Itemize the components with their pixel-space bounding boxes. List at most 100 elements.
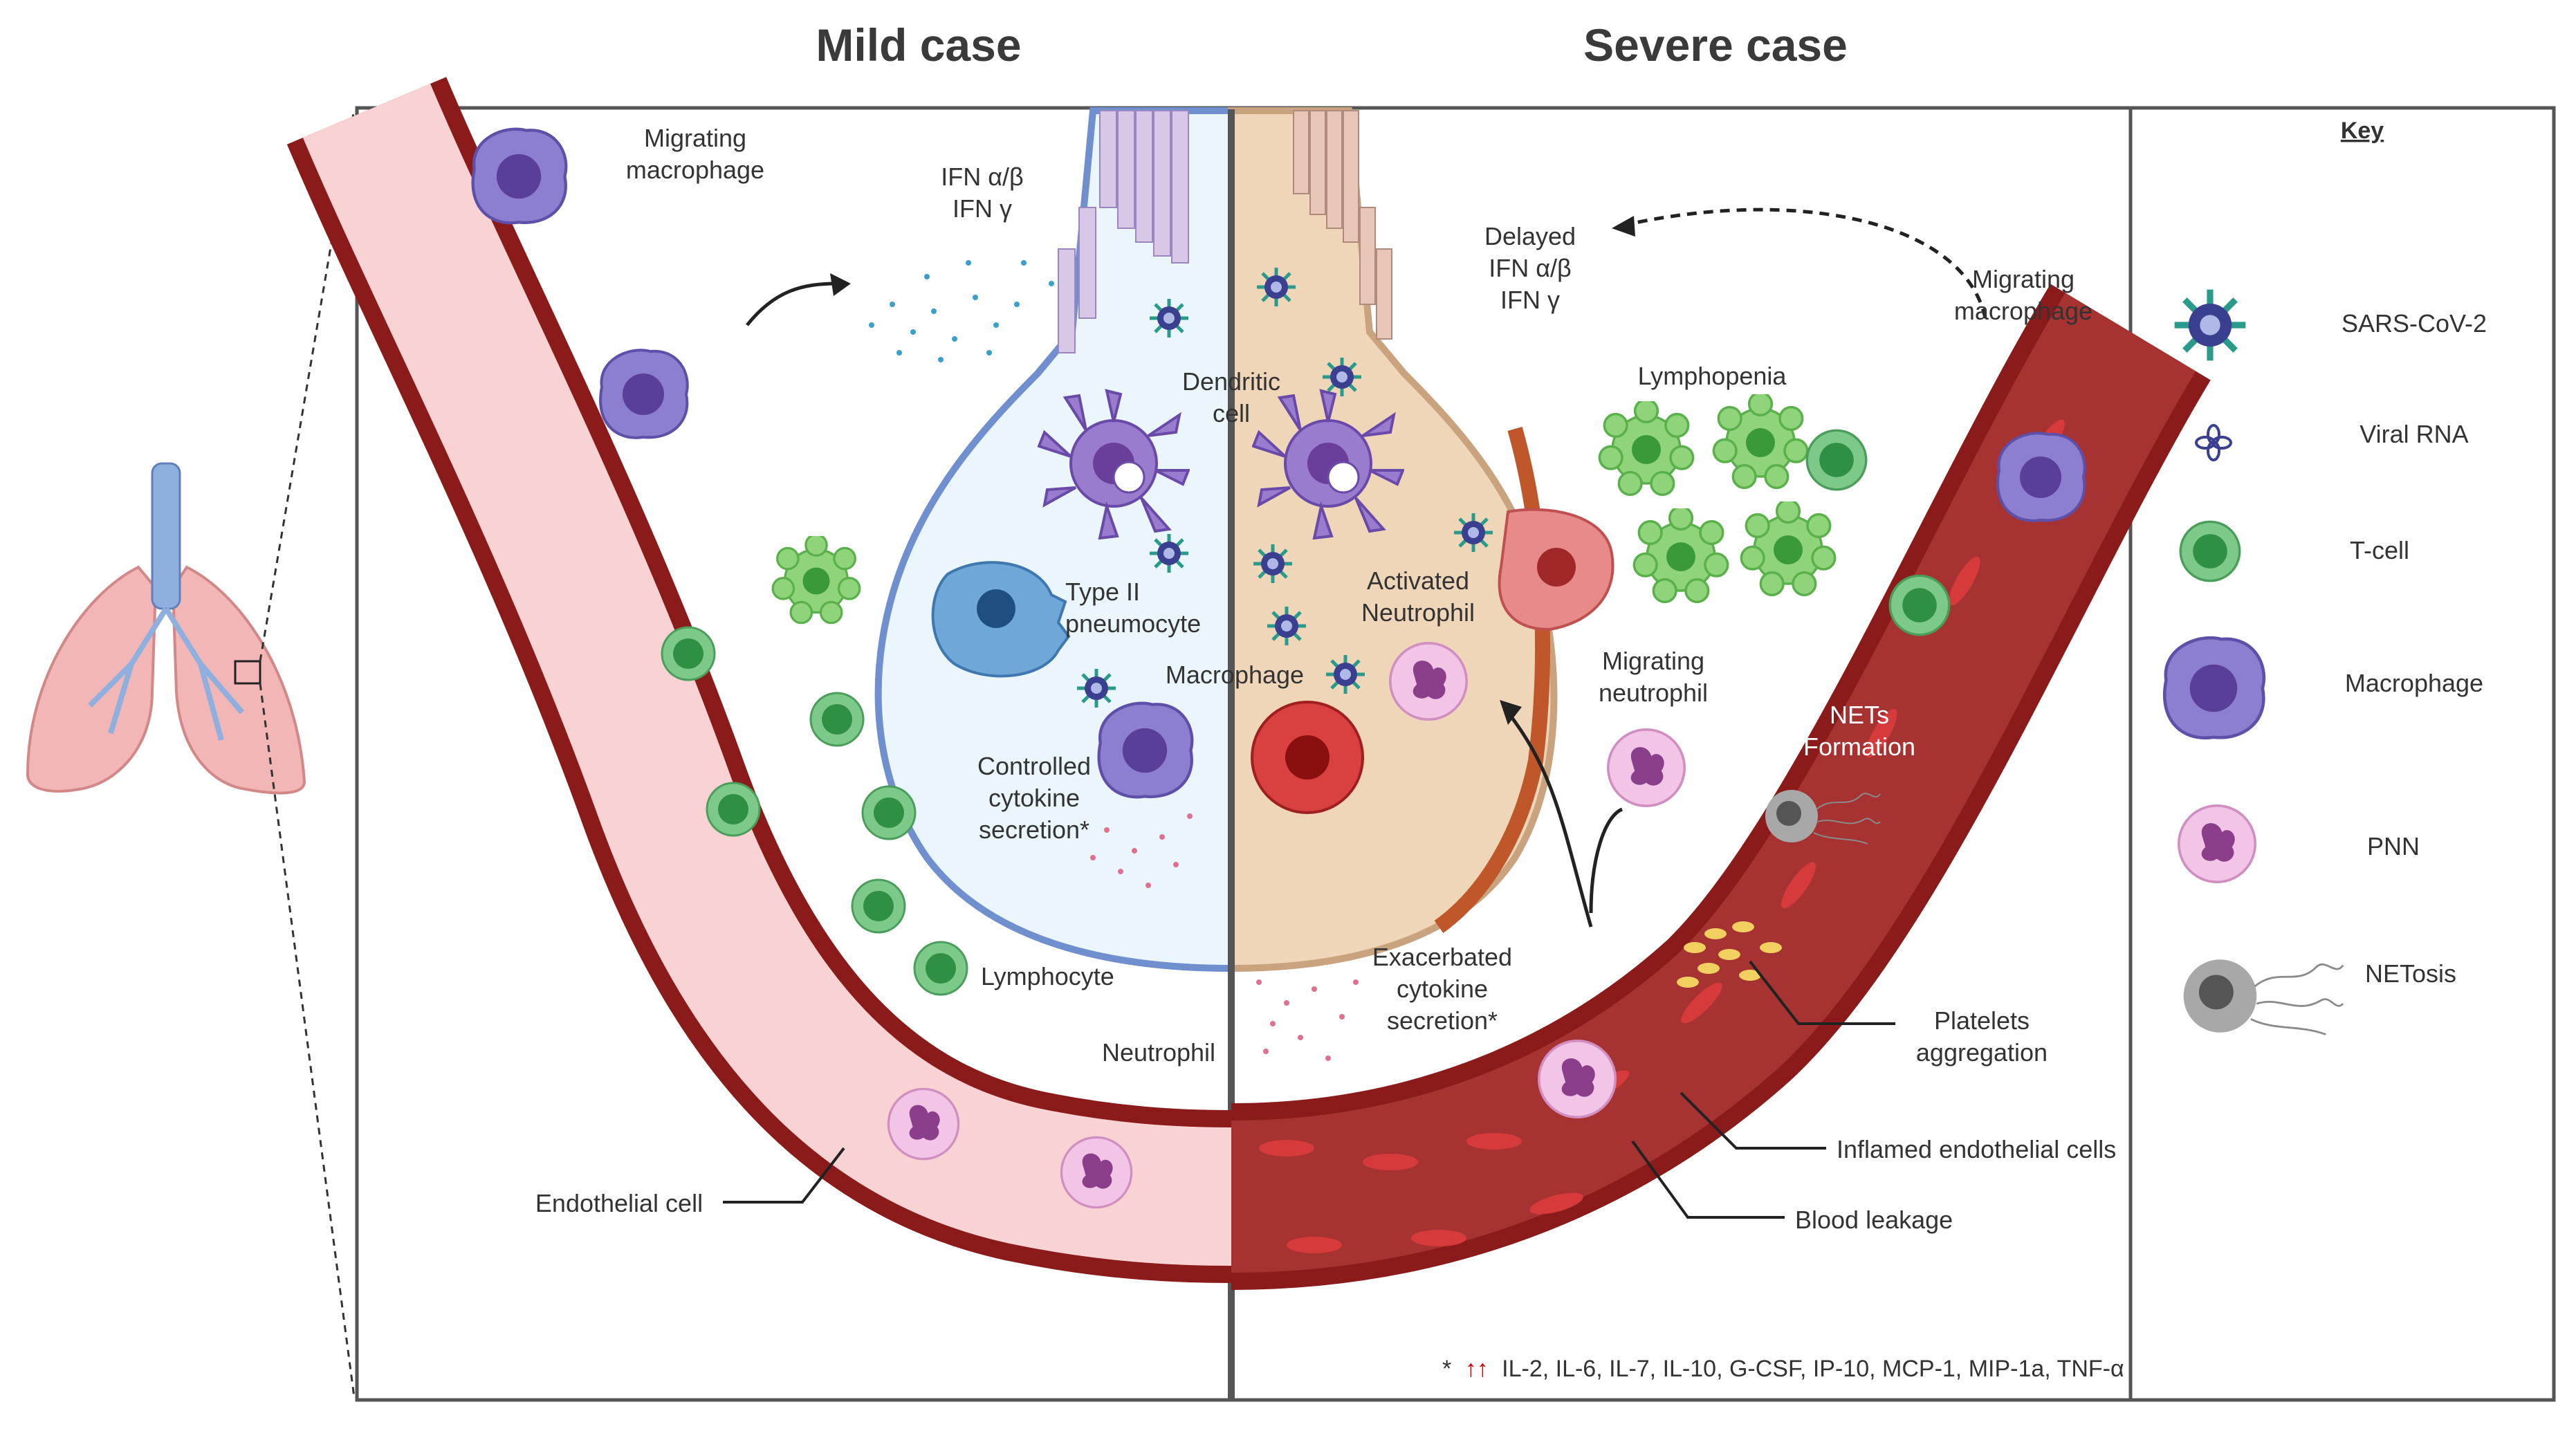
macrophage-mild	[1099, 703, 1193, 798]
tcell-mild-2	[809, 692, 865, 747]
footnote-text: IL-2, IL-6, IL-7, IL-10, G-CSF, IP-10, M…	[1502, 1356, 2124, 1382]
arrow-delayed-ifn-head	[1612, 216, 1635, 237]
epithelium-mild	[1058, 110, 1189, 353]
virus-mild-2	[1150, 534, 1188, 573]
key-macrophage-label: Macrophage	[2345, 669, 2483, 697]
key-macrophage-icon	[2164, 638, 2264, 738]
mild-title: Mild case	[816, 19, 1021, 71]
label-ifn-2: IFN γ	[953, 194, 1012, 223]
key-sars-cov-2-icon	[2175, 290, 2246, 361]
cytokine-dots-mild	[1090, 813, 1193, 888]
label-migrating-macrophage-severe-1: Migrating	[1972, 265, 2074, 293]
type2-pneumocyte-cell	[931, 561, 1071, 678]
neutrophil-mild-1	[887, 1087, 960, 1161]
label-endothelial: Endothelial cell	[535, 1189, 703, 1217]
ifn-dots-mild	[869, 260, 1054, 362]
label-platelets-2: aggregation	[1916, 1038, 2048, 1067]
arrow-neutrophil-head	[1500, 700, 1522, 725]
virus-severe-5	[1454, 513, 1493, 552]
red-macrophage-cell	[1251, 701, 1364, 814]
label-inflamed: Inflamed endothelial cells	[1837, 1135, 2116, 1163]
footnote-star: *	[1442, 1356, 1451, 1382]
zoom-line-bottom	[259, 683, 356, 1398]
inflamed-leader	[1680, 1091, 1826, 1150]
label-type2-2: pneumocyte	[1065, 609, 1201, 638]
label-delayed-2: IFN α/β	[1489, 254, 1572, 282]
lungs-icon	[26, 462, 306, 795]
tcell-severe-2	[1888, 574, 1951, 636]
tcell-mild-3	[706, 782, 761, 837]
label-type2-1: Type II	[1065, 578, 1140, 606]
label-migrating-macrophage-severe-2: macrophage	[1954, 297, 2092, 325]
epithelium-severe	[1293, 110, 1392, 340]
label-exacerbated-2: cytokine	[1397, 975, 1488, 1003]
key-sars-cov-2-label: SARS-CoV-2	[2342, 309, 2487, 338]
label-lymphocyte: Lymphocyte	[981, 962, 1114, 990]
tcell-mild-5	[851, 878, 906, 934]
key-tcell-label: T-cell	[2350, 536, 2409, 564]
virus-severe-6	[1326, 655, 1365, 694]
label-migrating-neutrophil-1: Migrating	[1602, 647, 1704, 675]
tcell-mild-1	[661, 626, 716, 681]
leakage-leader	[1631, 1140, 1785, 1219]
vessel-severe-lumen	[1231, 293, 2196, 1273]
tcell-severe-1	[1805, 429, 1868, 491]
label-migrating-macrophage-2: macrophage	[626, 156, 764, 184]
label-controlled-3: secretion*	[979, 815, 1089, 844]
label-leakage: Blood leakage	[1795, 1206, 1953, 1234]
key-viral-rna-label: Viral RNA	[2359, 420, 2468, 448]
neutrophil-mild-2	[1060, 1136, 1133, 1209]
tcell-mild-4	[861, 785, 917, 840]
label-dendritic-2: cell	[1213, 399, 1250, 427]
key-tcell-icon	[2179, 520, 2241, 582]
label-migrating-macrophage-1: Migrating	[644, 124, 746, 152]
platelets-leader	[1749, 960, 1895, 1025]
virus-severe-3	[1253, 544, 1292, 583]
label-delayed-3: IFN γ	[1500, 286, 1560, 314]
migrating-neutrophil-cell	[1607, 728, 1686, 807]
label-ifn-1: IFN α/β	[941, 163, 1024, 191]
arrow-delayed-ifn	[1625, 208, 1987, 319]
label-activated-1: Activated	[1367, 566, 1469, 595]
arrow-neutrophil-2	[1589, 807, 1623, 914]
virus-mild-1	[1150, 299, 1188, 338]
activated-macrophage-severe	[1498, 508, 1614, 631]
label-neutrophil: Neutrophil	[1102, 1038, 1215, 1067]
label-exacerbated-3: secretion*	[1387, 1006, 1498, 1035]
label-delayed-1: Delayed	[1484, 222, 1576, 250]
label-lymphopenia: Lymphopenia	[1638, 362, 1787, 390]
virus-severe-1	[1257, 268, 1296, 306]
virus-mild-3	[1077, 669, 1116, 708]
migrating-macrophage-cell	[473, 129, 567, 223]
label-migrating-neutrophil-2: neutrophil	[1599, 679, 1708, 707]
activated-neutrophil-cell	[1389, 641, 1468, 721]
label-nets-1: NETs	[1830, 701, 1889, 729]
label-nets-2: Formation	[1803, 732, 1915, 761]
label-platelets-1: Platelets	[1934, 1006, 2030, 1035]
extravasating-neutrophil	[1538, 1040, 1617, 1118]
label-controlled-2: cytokine	[988, 784, 1080, 812]
tcell-mild-6	[913, 941, 968, 996]
cytokine-dots-severe	[1256, 979, 1359, 1061]
migrating-macrophage-severe	[1996, 432, 2086, 522]
virus-severe-2	[1323, 358, 1361, 396]
arrow-macrophage-head	[830, 273, 851, 296]
endothelial-leader	[723, 1147, 845, 1204]
platelets-cluster	[1677, 921, 1782, 988]
label-macrophage: Macrophage	[1166, 661, 1304, 689]
key-pnn-label: PNN	[2367, 832, 2420, 860]
virus-severe-4	[1267, 607, 1306, 645]
footnote-arrows: ↑↑	[1465, 1356, 1489, 1382]
label-activated-2: Neutrophil	[1361, 598, 1475, 627]
arrow-neutrophil	[1507, 711, 1593, 928]
key-pnn-icon	[2178, 804, 2256, 883]
footnote: * ↑↑ IL-2, IL-6, IL-7, IL-10, G-CSF, IP-…	[1442, 1356, 2124, 1382]
label-exacerbated-1: Exacerbated	[1372, 943, 1512, 971]
label-controlled-1: Controlled	[977, 752, 1091, 780]
key-netosis-label: NETosis	[2365, 959, 2456, 988]
extravasating-macrophage	[599, 349, 689, 439]
severe-title: Severe case	[1583, 19, 1848, 71]
arrow-macrophage	[746, 282, 838, 326]
key-title: Key	[2341, 118, 2384, 144]
